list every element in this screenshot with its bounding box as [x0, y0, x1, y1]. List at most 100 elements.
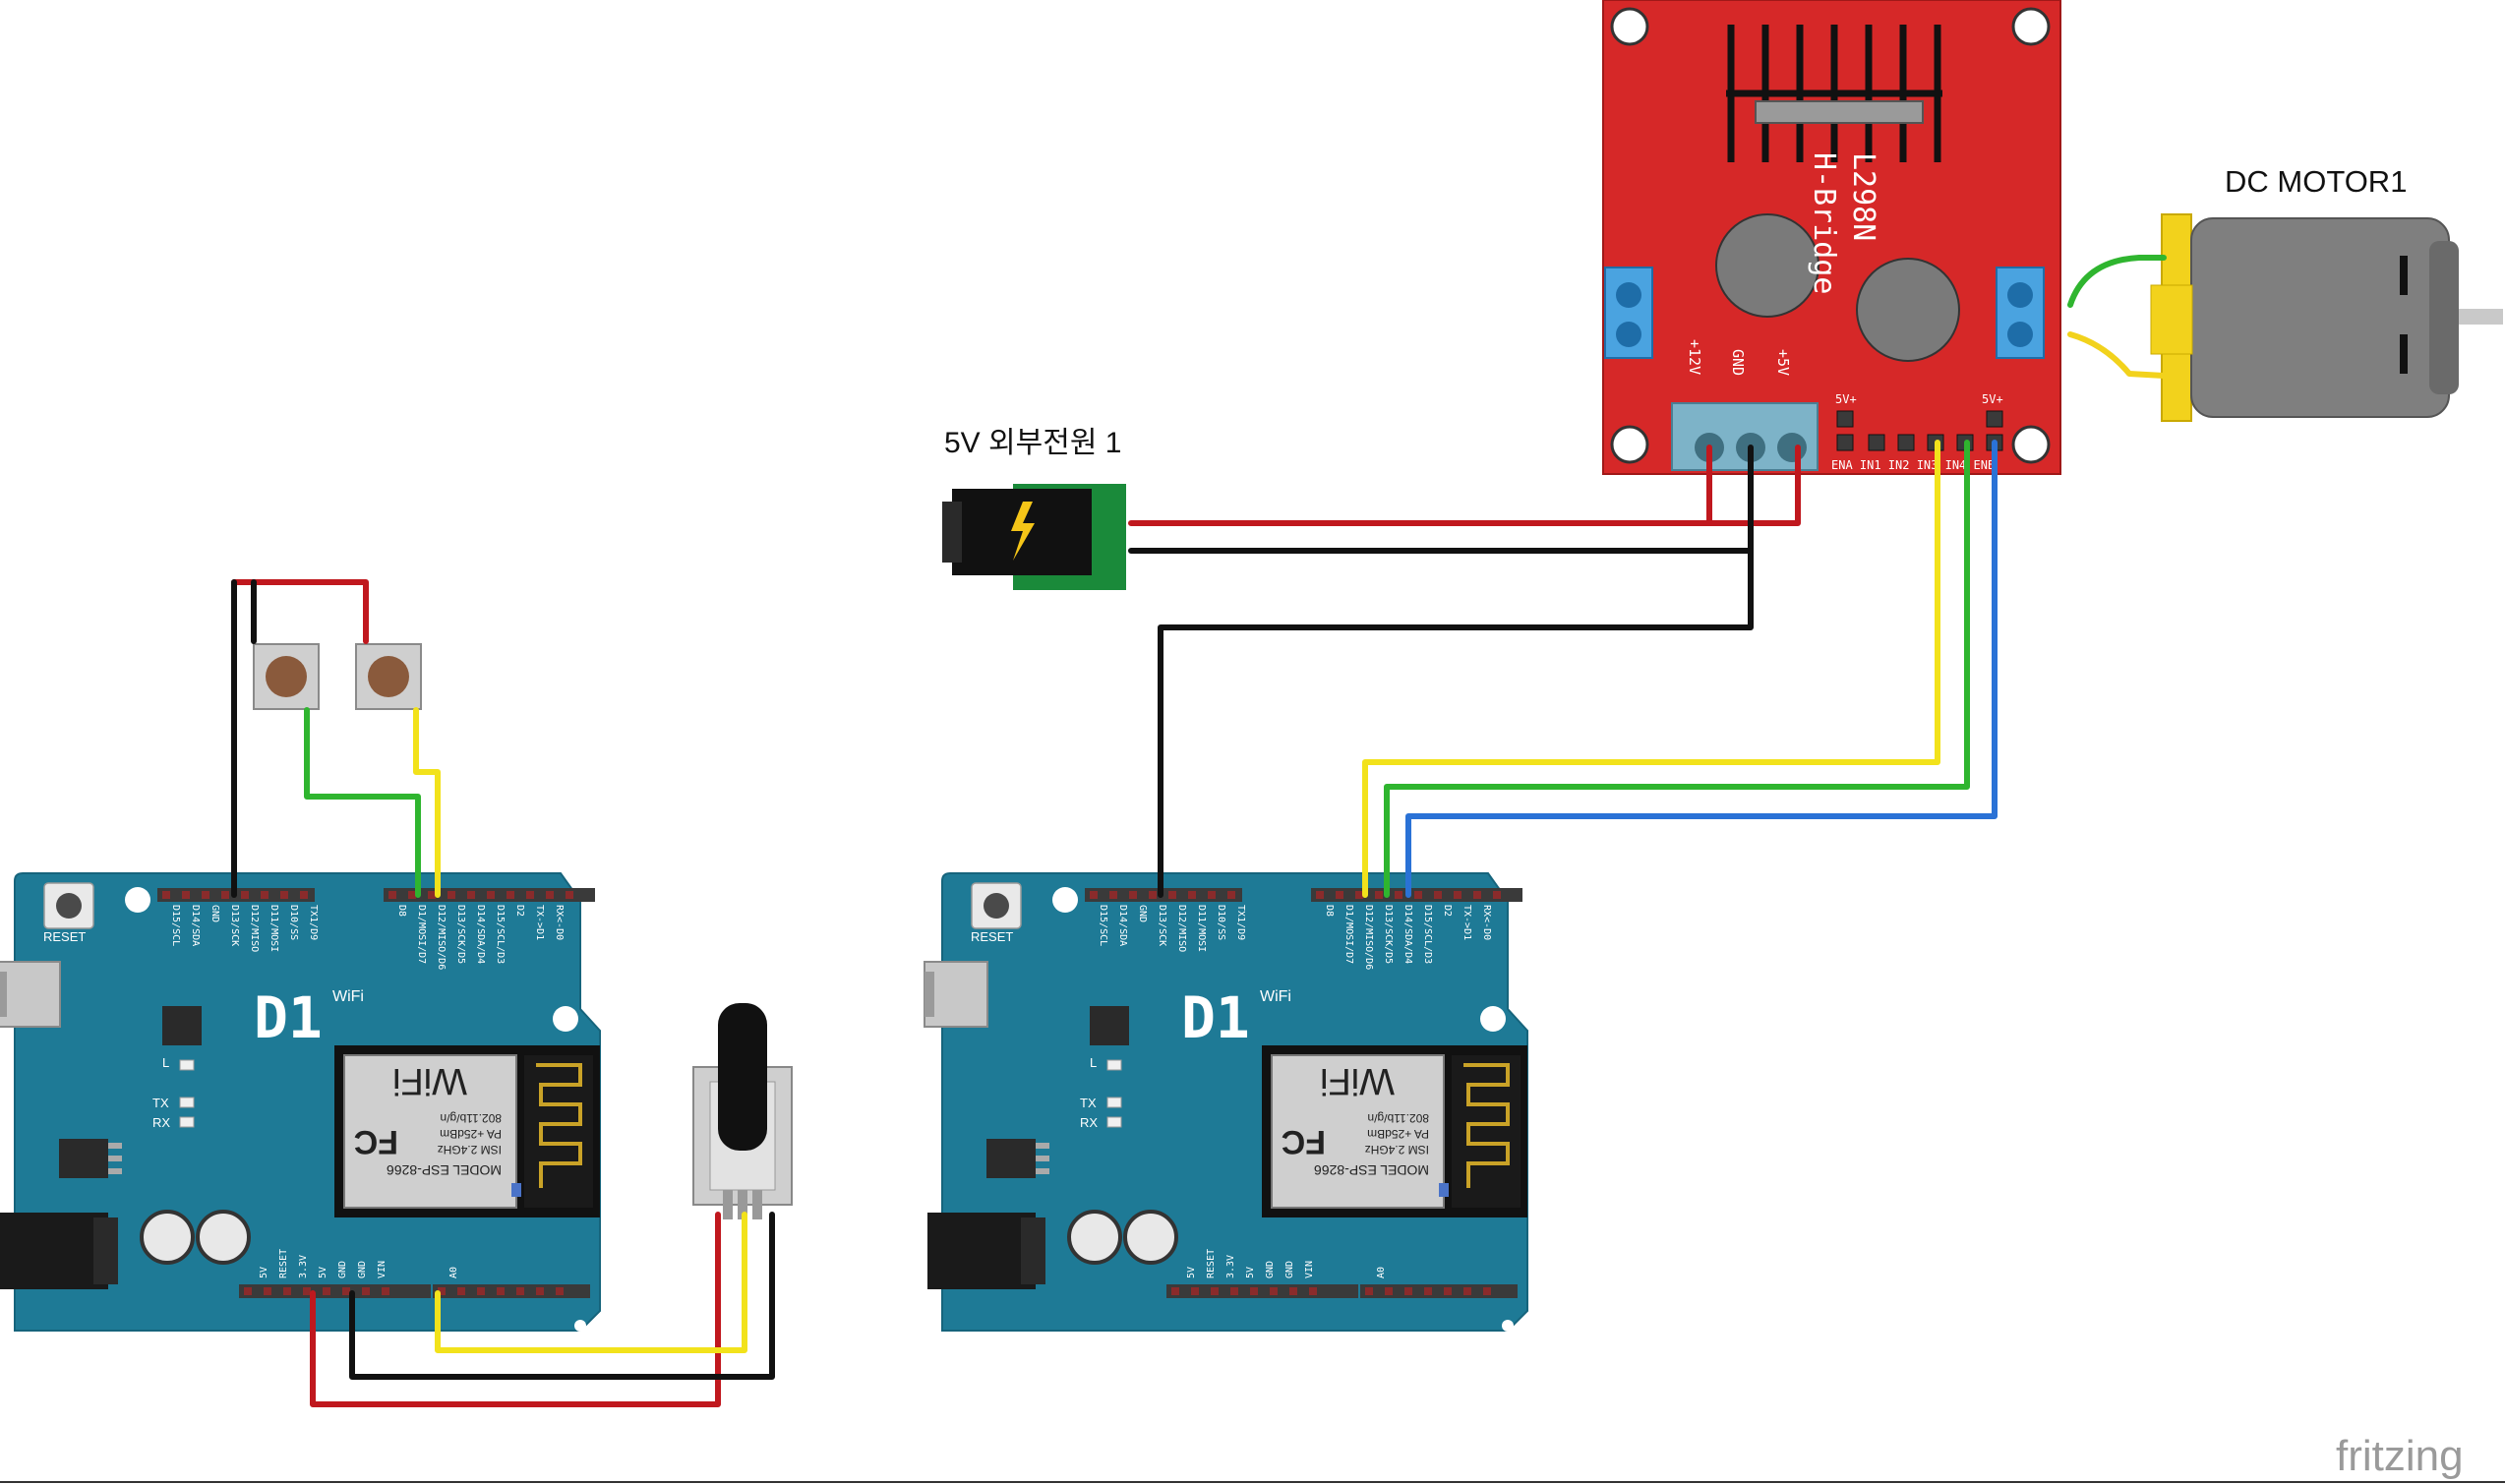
wire-in-blue [1405, 440, 1998, 898]
board2-bottom-pin-label: GND [1284, 1261, 1295, 1278]
l298n-hbridge [1602, 0, 2061, 475]
esp-fc-label: FC [354, 1123, 398, 1160]
motor-label: DC MOTOR1 [2225, 164, 2407, 199]
d1-logo: D1 [254, 984, 323, 1051]
ctrl-pins-label: ENA IN1 IN2 IN3 IN4 ENB [1831, 458, 1995, 472]
board2-top-pin-label: D12/MISO [1176, 905, 1187, 952]
led-rx-label: RX [152, 1115, 170, 1130]
esp-wifi-brand: WiFi [392, 1060, 467, 1101]
board1-top-pin-label: D15/SCL [170, 905, 181, 946]
board1-bottom-pin-label: 5V [259, 1267, 269, 1278]
esp-model-label: MODEL ESP-8266 [1314, 1162, 1429, 1178]
vplus-label-b: 5V+ [1982, 392, 2003, 406]
wire-in-green [1384, 440, 1970, 898]
esp-std-label: 802.11b/g/n [1367, 1111, 1429, 1125]
wire-in-yellow [1362, 440, 1940, 898]
push-button-1 [253, 643, 320, 710]
board2-top-pin-label: D8 [1324, 905, 1335, 917]
board1-top-pin-label: RX<-D0 [554, 905, 565, 940]
wire-motor-green [2067, 255, 2167, 308]
board1-bottom-pin-label: 5V [318, 1267, 328, 1278]
vplus-label-a: 5V+ [1835, 392, 1857, 406]
esp-ism-label: ISM 2.4GHz [1365, 1143, 1429, 1157]
pin-12v-label: +12V [1686, 339, 1703, 375]
board1-top-pin-label: D13/SCK [229, 905, 240, 946]
board1-bottom-pin-label: A0 [448, 1267, 459, 1278]
esp-ism-label: ISM 2.4GHz [438, 1143, 502, 1157]
board2-bottom-pin-label: GND [1265, 1261, 1276, 1278]
esp-model-label: MODEL ESP-8266 [387, 1162, 502, 1178]
board2-bottom-pin-label: 3.3V [1225, 1255, 1236, 1278]
board1-top-pin-label: D11/MOSI [268, 905, 279, 952]
board1-top-pin-label: TX->D1 [534, 905, 545, 940]
pin-gnd-label: GND [1729, 349, 1747, 376]
board1-top-pin-label: D10/SS [288, 905, 299, 940]
led-l-label: L [162, 1055, 169, 1070]
board2-top-pin-label: D10/SS [1216, 905, 1226, 940]
board2-top-pin-label: D14/SDA/D4 [1402, 905, 1413, 964]
board1-top-pin-label: D14/SDA [190, 905, 201, 946]
d1-logo: D1 [1181, 984, 1250, 1051]
board2-top-pin-label: GND [1137, 905, 1148, 922]
wire-power-red [1128, 445, 1801, 526]
board1-top-pin-label: D15/SCL/D3 [495, 905, 506, 964]
dc-motor [2150, 213, 2503, 422]
esp-fc-label: FC [1282, 1123, 1326, 1160]
fritzing-watermark: fritzing [2336, 1432, 2464, 1480]
board1-top-pin-label: D12/MISO/D6 [436, 905, 447, 970]
board2-bottom-pin-label: 5V [1245, 1267, 1256, 1278]
esp-pa-label: PA +25dBm [440, 1127, 502, 1141]
board1-top-pin-label: TX1/D9 [308, 905, 319, 940]
pin-labels: D15/SCL D14/SDA GND D13/SCK D12/MISO D11/MOSI… [170, 905, 1492, 1278]
board1-bottom-pin-label: 3.3V [298, 1255, 309, 1278]
board1-top-pin-label: GND [209, 905, 220, 922]
board2-top-pin-label: D11/MOSI [1196, 905, 1207, 952]
d1-board-right-labels: RESET D1 WiFi L TX RX MODEL ESP-8266 ISM… [971, 929, 1429, 1178]
board2-bottom-pin-label: VIN [1304, 1261, 1315, 1278]
board2-top-pin-label: D13/SCK [1157, 905, 1167, 946]
board2-bottom-pin-label: 5V [1186, 1267, 1197, 1278]
wire-button2-yellow [413, 707, 441, 898]
board2-top-pin-label: RX<-D0 [1481, 905, 1492, 940]
potentiometer [692, 1003, 793, 1219]
hbridge-title: L298N [1846, 152, 1880, 241]
wire-pot-red [310, 1212, 721, 1407]
power-label: 5V 외부전원 1 [944, 427, 1121, 459]
board1-bottom-pin-label: VIN [377, 1261, 388, 1278]
board2-top-pin-label: TX->D1 [1461, 905, 1472, 940]
board1-top-pin-label: D14/SDA/D4 [475, 905, 486, 964]
esp-wifi-brand: WiFi [1320, 1060, 1395, 1101]
led-tx-label: TX [1080, 1096, 1097, 1110]
wifi-label: WiFi [1260, 988, 1291, 1005]
d1-board-left-labels: RESET D1 WiFi L TX RX MODEL ESP-8266 ISM… [43, 929, 502, 1178]
board2-top-pin-label: D12/MISO/D6 [1363, 905, 1374, 970]
board1-bottom-pin-label: RESET [278, 1249, 289, 1278]
wire-pot-yellow [435, 1212, 747, 1353]
board2-top-pin-label: D13/SCK/D5 [1383, 905, 1394, 964]
board1-top-pin-label: D12/MISO [249, 905, 260, 952]
board1-top-pin-label: D2 [514, 905, 525, 917]
wire-gnd-black [1158, 548, 1754, 898]
board1-top-pin-label: D8 [396, 905, 407, 917]
board1-bottom-pin-label: GND [337, 1261, 348, 1278]
push-button-2 [355, 643, 422, 710]
led-l-label: L [1090, 1055, 1097, 1070]
pin-5v-label: +5V [1774, 349, 1792, 376]
board1-bottom-pin-label: GND [357, 1261, 368, 1278]
wire-pot-black [349, 1212, 775, 1380]
board2-top-pin-label: TX1/D9 [1235, 905, 1246, 940]
board2-top-pin-label: D15/SCL/D3 [1422, 905, 1433, 964]
board2-bottom-pin-label: RESET [1206, 1249, 1217, 1278]
power-jack [942, 484, 1126, 590]
esp-std-label: 802.11b/g/n [440, 1111, 502, 1125]
board2-top-pin-label: D1/MOSI/D7 [1343, 905, 1354, 964]
board2-top-pin-label: D2 [1442, 905, 1453, 917]
board2-bottom-pin-label: A0 [1376, 1267, 1387, 1278]
hbridge-subtitle: H-Bridge [1807, 152, 1841, 295]
reset-label: RESET [971, 929, 1013, 944]
wire-button1-green [304, 707, 421, 898]
board2-top-pin-label: D14/SDA [1117, 905, 1128, 946]
wire-button-red [231, 579, 369, 644]
esp-pa-label: PA +25dBm [1367, 1127, 1429, 1141]
